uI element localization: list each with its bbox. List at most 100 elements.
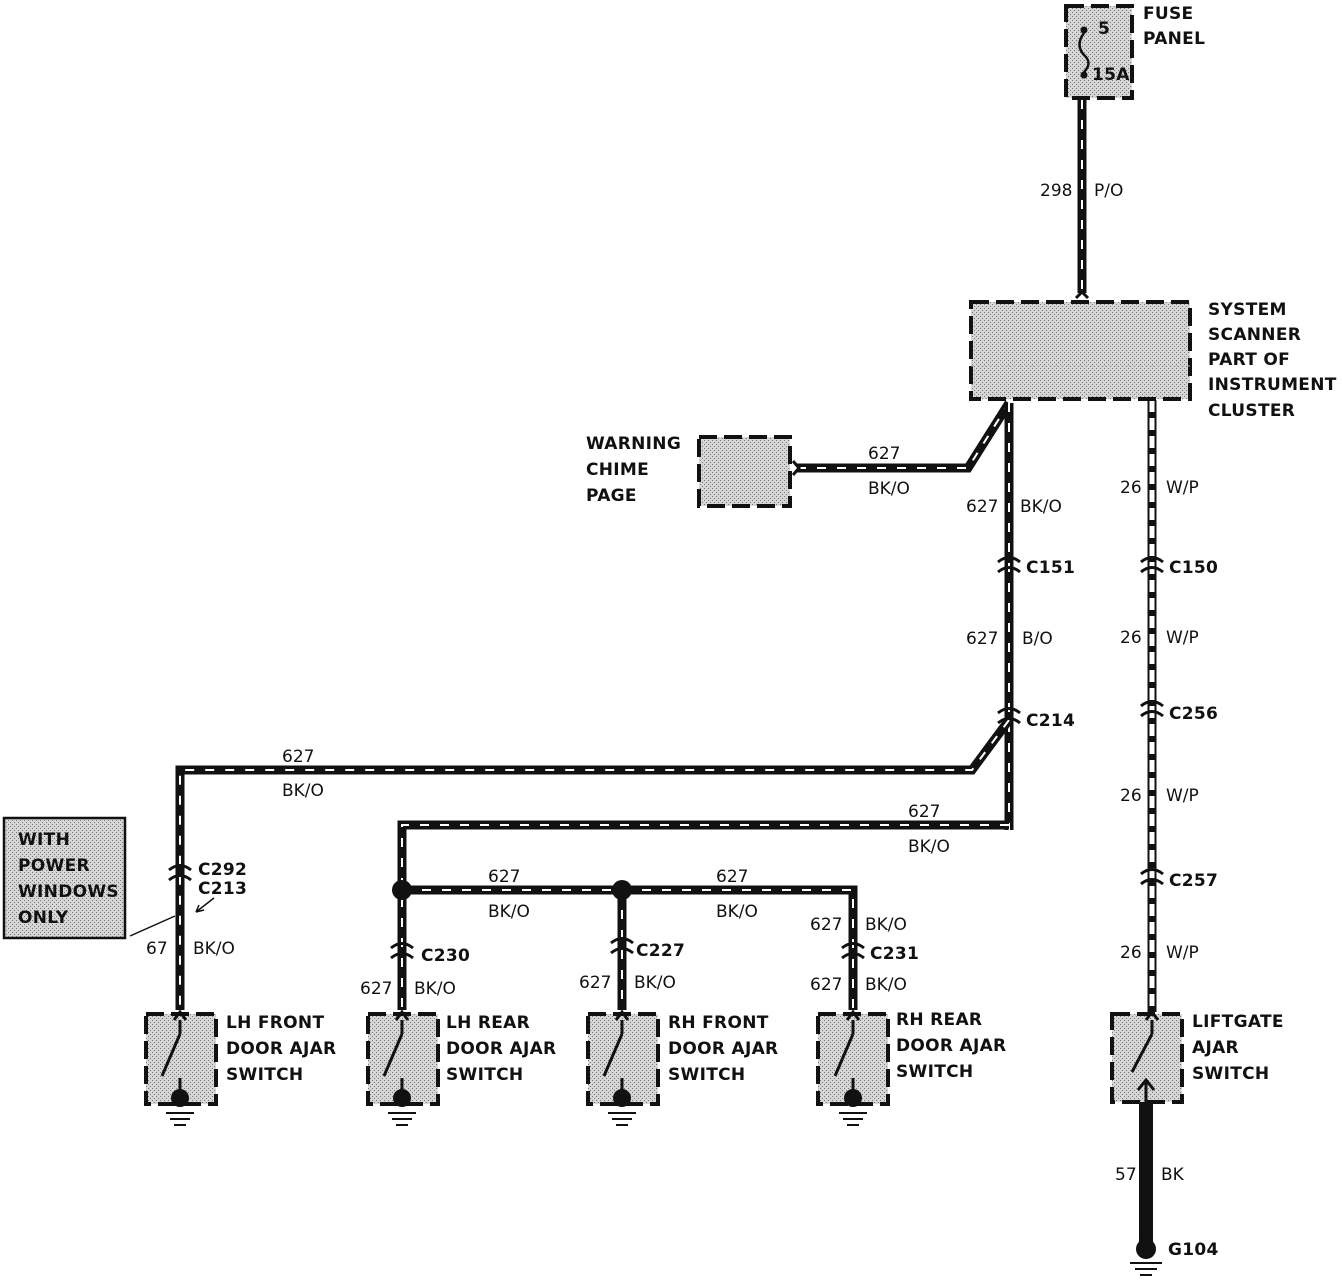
wire-627-chime [797, 400, 1013, 473]
svg-text:627: 627 [579, 973, 611, 993]
wire-627-left-branch [175, 717, 1013, 1010]
svg-text:627: 627 [810, 915, 842, 935]
svg-text:627: 627 [966, 497, 998, 517]
connector-c257-symbol [1140, 868, 1164, 886]
connector-c257: C257 [1169, 871, 1218, 891]
svg-text:67: 67 [146, 939, 168, 959]
wire-label-627-left: 627 BK/O [282, 747, 324, 801]
svg-text:BK/O: BK/O [1020, 497, 1062, 517]
svg-text:627: 627 [908, 802, 940, 822]
wire-label-627-rhf: 627 BK/O [579, 973, 676, 993]
svg-text:BK/O: BK/O [868, 479, 910, 499]
svg-text:BK/O: BK/O [716, 902, 758, 922]
wire-label-627-bus2: 627 BK/O [716, 867, 758, 922]
wire-label-627-rhr-upper: 627 BK/O [810, 915, 907, 935]
wire-label-627-bus1: 627 BK/O [488, 867, 530, 922]
svg-text:W/P: W/P [1166, 478, 1199, 498]
svg-text:BK/O: BK/O [865, 915, 907, 935]
svg-text:627: 627 [868, 444, 900, 464]
connector-c150-symbol [1140, 556, 1164, 574]
wire-627-right-branch [397, 820, 1009, 1010]
rh-front-label: RH FRONT DOOR AJAR SWITCH [668, 1013, 785, 1085]
svg-text:BK/O: BK/O [634, 973, 676, 993]
connector-c151: C151 [1026, 558, 1075, 578]
connector-c227: C227 [636, 941, 685, 961]
connector-c227-symbol [610, 937, 634, 955]
svg-text:BK/O: BK/O [865, 975, 907, 995]
wire-label-627-mid: 627 B/O [966, 629, 1053, 649]
fuse-panel-label: FUSE PANEL [1143, 4, 1205, 49]
wire-label-627-top: 627 BK/O [966, 497, 1062, 517]
fuse-rating: 15A [1092, 65, 1130, 85]
svg-text:627: 627 [966, 629, 998, 649]
svg-text:26: 26 [1120, 628, 1142, 648]
svg-text:BK/O: BK/O [282, 781, 324, 801]
wire-label-26-b: 26 W/P [1120, 628, 1199, 648]
svg-text:W/P: W/P [1166, 943, 1199, 963]
svg-text:BK/O: BK/O [488, 902, 530, 922]
system-scanner-box [969, 289, 1192, 401]
connector-c150: C150 [1169, 558, 1218, 578]
rh-rear-switch [816, 1009, 890, 1126]
connector-c214: C214 [1026, 711, 1075, 731]
connector-c292: C292 [198, 860, 247, 880]
wire-label-57: 57 BK [1115, 1165, 1185, 1185]
svg-text:BK: BK [1161, 1165, 1185, 1185]
svg-text:BK/O: BK/O [414, 979, 456, 999]
connector-c231: C231 [870, 944, 919, 964]
connector-c213: C213 [198, 879, 247, 899]
svg-text:26: 26 [1120, 943, 1142, 963]
fuse-panel: 5 15A [1064, 4, 1134, 100]
connector-c256: C256 [1169, 704, 1218, 724]
svg-text:57: 57 [1115, 1165, 1137, 1185]
system-scanner-label: SYSTEM SCANNER PART OF INSTRUMENT CLUSTE… [1208, 300, 1342, 421]
svg-text:26: 26 [1120, 786, 1142, 806]
svg-text:627: 627 [360, 979, 392, 999]
svg-text:298: 298 [1040, 181, 1072, 201]
connector-c231-symbol [841, 942, 865, 960]
rh-rear-label: RH REAR DOOR AJAR SWITCH [896, 1010, 1013, 1082]
liftgate-switch [1110, 1009, 1184, 1104]
wire-label-627-chime: 627 BK/O [868, 444, 910, 499]
svg-text:W/P: W/P [1166, 786, 1199, 806]
connector-c256-symbol [1140, 700, 1164, 718]
ground-symbol [1130, 1239, 1162, 1276]
splice-dot [392, 880, 412, 900]
connector-c292-symbol [168, 864, 192, 882]
connector-c230: C230 [421, 946, 470, 966]
ground-label: G104 [1168, 1240, 1219, 1260]
svg-text:P/O: P/O [1094, 181, 1123, 201]
svg-text:W/P: W/P [1166, 628, 1199, 648]
rh-front-switch [586, 1009, 660, 1126]
fuse-number: 5 [1098, 19, 1110, 39]
lh-front-label: LH FRONT DOOR AJAR SWITCH [226, 1013, 343, 1085]
svg-text:627: 627 [488, 867, 520, 887]
splice-dot [612, 880, 632, 900]
wire-label-26-c: 26 W/P [1120, 786, 1199, 806]
wire-label-627-right: 627 BK/O [908, 802, 950, 857]
c213-pointer-arrow [195, 897, 215, 913]
svg-text:B/O: B/O [1022, 629, 1053, 649]
wire-label-67: 67 BK/O [146, 939, 235, 959]
lh-rear-label: LH REAR DOOR AJAR SWITCH [446, 1013, 563, 1085]
liftgate-label: LIFTGATE AJAR SWITCH [1192, 1012, 1290, 1084]
warning-chime-box [697, 435, 801, 508]
warning-chime-label: WARNING CHIME PAGE [586, 434, 687, 506]
lh-front-switch [144, 1009, 218, 1126]
svg-text:BK/O: BK/O [193, 939, 235, 959]
connector-c230-symbol [390, 942, 414, 960]
wire-label-26-a: 26 W/P [1120, 478, 1199, 498]
lh-rear-switch [366, 1009, 440, 1126]
svg-text:BK/O: BK/O [908, 837, 950, 857]
svg-text:26: 26 [1120, 478, 1142, 498]
connector-c151-symbol [997, 556, 1021, 574]
wire-label-627-rhr-lower: 627 BK/O [810, 975, 907, 995]
power-windows-note-text: WITH POWER WINDOWS ONLY [18, 830, 125, 928]
svg-text:627: 627 [810, 975, 842, 995]
svg-text:627: 627 [716, 867, 748, 887]
wire-label-298: 298 P/O [1040, 181, 1123, 201]
connector-c214-symbol [997, 707, 1021, 725]
wire-label-26-d: 26 W/P [1120, 943, 1199, 963]
power-windows-note [2, 816, 176, 940]
